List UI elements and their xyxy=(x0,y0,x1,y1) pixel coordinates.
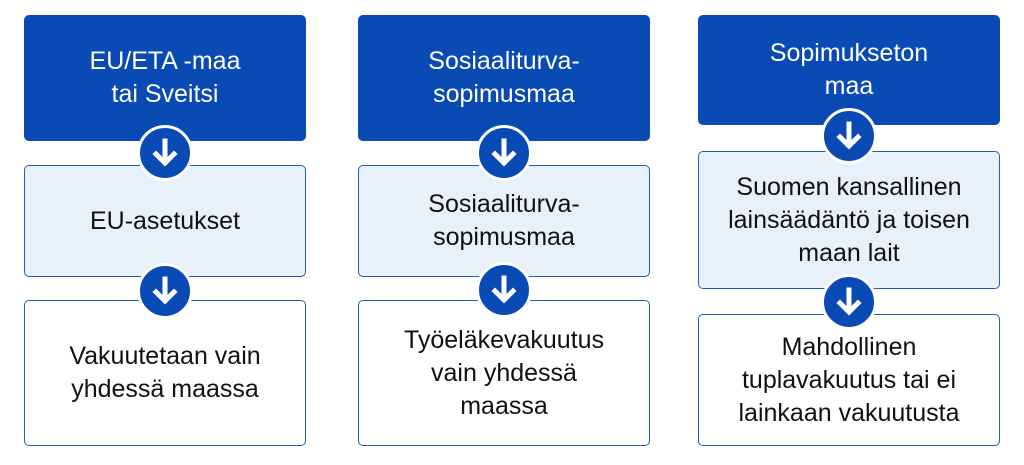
column-3-middle-box: Suomen kansallinen lainsäädäntö ja toise… xyxy=(698,151,1000,289)
column-1-middle-box: EU-asetukset xyxy=(24,165,306,277)
arrow-down-icon xyxy=(476,262,532,318)
arrow-down-icon xyxy=(137,125,193,181)
column-2-middle-box: Sosiaaliturva- sopimusmaa xyxy=(358,165,650,277)
column-2-bottom-box: Työeläkevakuutus vain yhdessä maassa xyxy=(358,300,650,446)
column-3-top-box: Sopimukseton maa xyxy=(698,15,1000,125)
column-1-bottom-box: Vakuutetaan vain yhdessä maassa xyxy=(24,300,306,446)
column-3-bottom-box: Mahdollinen tuplavakuutus tai ei lainkaa… xyxy=(698,314,1000,446)
arrow-down-icon xyxy=(137,263,193,319)
arrow-down-icon xyxy=(476,125,532,181)
arrow-down-icon xyxy=(821,274,877,330)
column-2-top-box: Sosiaaliturva- sopimusmaa xyxy=(358,15,650,141)
column-1-top-box: EU/ETA -maa tai Sveitsi xyxy=(24,15,306,141)
arrow-down-icon xyxy=(821,108,877,164)
